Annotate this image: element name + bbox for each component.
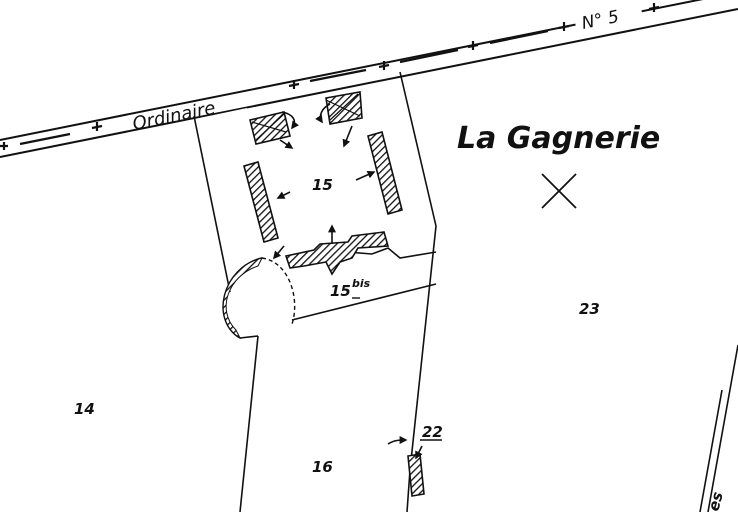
parcel-label-15bis-suffix: bis — [352, 277, 371, 290]
building-parcel-22 — [407, 453, 425, 497]
place-name-label: La Gagnerie — [457, 121, 660, 156]
parcel-boundaries — [193, 71, 738, 512]
building-west — [243, 161, 279, 243]
parcel-label-15: 15 — [312, 176, 333, 194]
road-number-label: N° 5 — [580, 7, 621, 34]
edge-fragment-label: es — [704, 490, 726, 512]
building-south — [284, 231, 390, 276]
building-north-west — [249, 111, 291, 145]
buildings — [243, 91, 425, 497]
parcel-label-14: 14 — [74, 400, 95, 418]
parcel-label-16: 16 — [312, 458, 333, 476]
building-east — [367, 131, 403, 215]
road-boundary-markers — [0, 3, 660, 150]
building-north-east — [325, 91, 363, 125]
parcel-label-22: 22 — [422, 423, 443, 441]
access-arrows — [272, 103, 423, 460]
cross-marker-icon — [541, 173, 577, 209]
curved-structure — [222, 257, 296, 340]
parcel-label-15bis: 15 — [330, 282, 351, 300]
parcel-label-23: 23 — [579, 300, 600, 318]
